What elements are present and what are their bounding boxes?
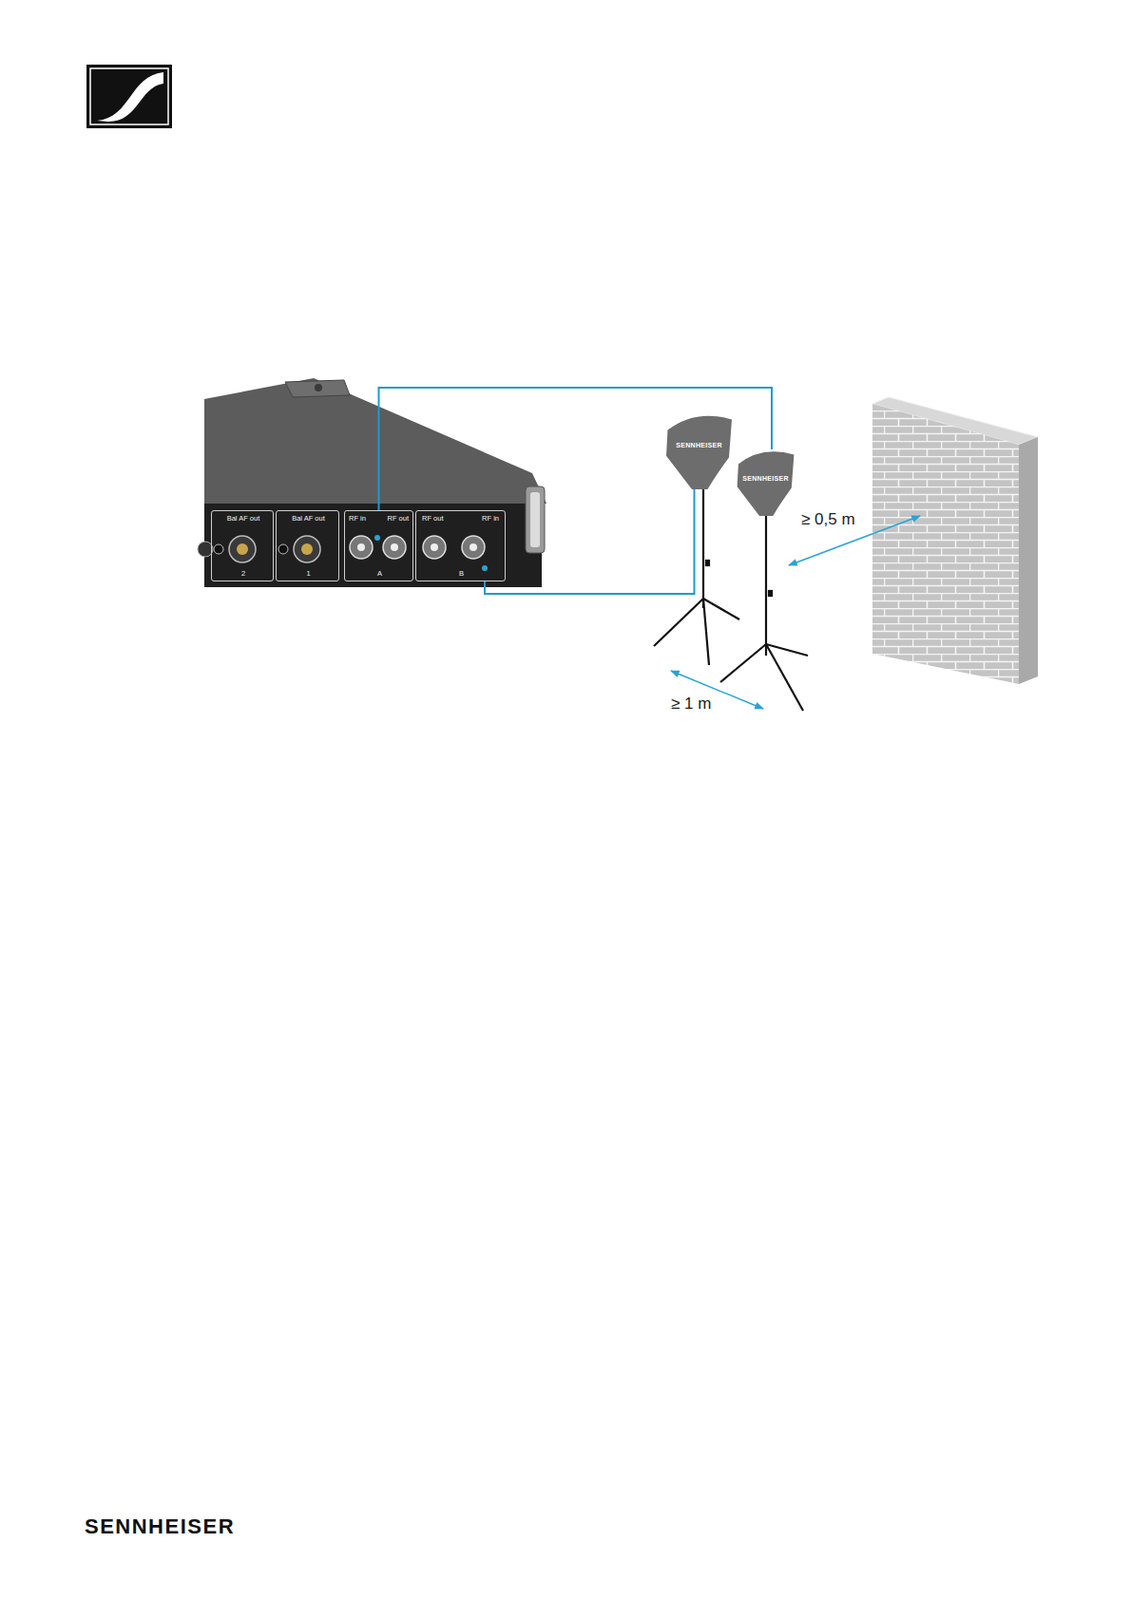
antenna: SENNHEISER: [663, 413, 735, 490]
connector-label: RF in: [481, 515, 499, 523]
antenna-input-section: RF out RF in B: [415, 510, 506, 582]
connector-label: B: [459, 570, 464, 578]
antenna-outline: [734, 449, 797, 517]
antenna-input-section: RF in RF outA: [344, 510, 414, 582]
connector-label: A: [377, 570, 383, 578]
connector-label: RF out: [386, 515, 409, 523]
dimension-label: ≥ 0,5 m: [801, 511, 856, 528]
output-section: Bal AF out 1: [275, 510, 340, 582]
antenna: SENNHEISER: [734, 449, 797, 517]
brand-logo: [86, 64, 173, 129]
antenna-stands: [653, 489, 808, 711]
connector-label: 2: [241, 570, 246, 578]
connector-label: Bal AF out: [291, 515, 326, 523]
antenna-cable: [484, 489, 695, 595]
brand-wordmark: SENNHEISER: [84, 1516, 235, 1538]
receiver-illustration: [197, 378, 547, 588]
antenna-brand: SENNHEISER: [675, 441, 723, 449]
output-section: Bal AF out 2: [210, 510, 274, 582]
antenna-brand: SENNHEISER: [742, 475, 789, 482]
brick-wall: [872, 397, 1038, 685]
connector-label: RF out: [421, 515, 444, 523]
connector-label: Bal AF out: [227, 515, 261, 523]
antenna-cable: [379, 387, 773, 511]
connector-label: RF in: [348, 515, 366, 523]
connector-label: 1: [306, 570, 310, 578]
antenna-outline: [663, 413, 735, 490]
dimension-label: ≥ 1 m: [670, 695, 711, 712]
